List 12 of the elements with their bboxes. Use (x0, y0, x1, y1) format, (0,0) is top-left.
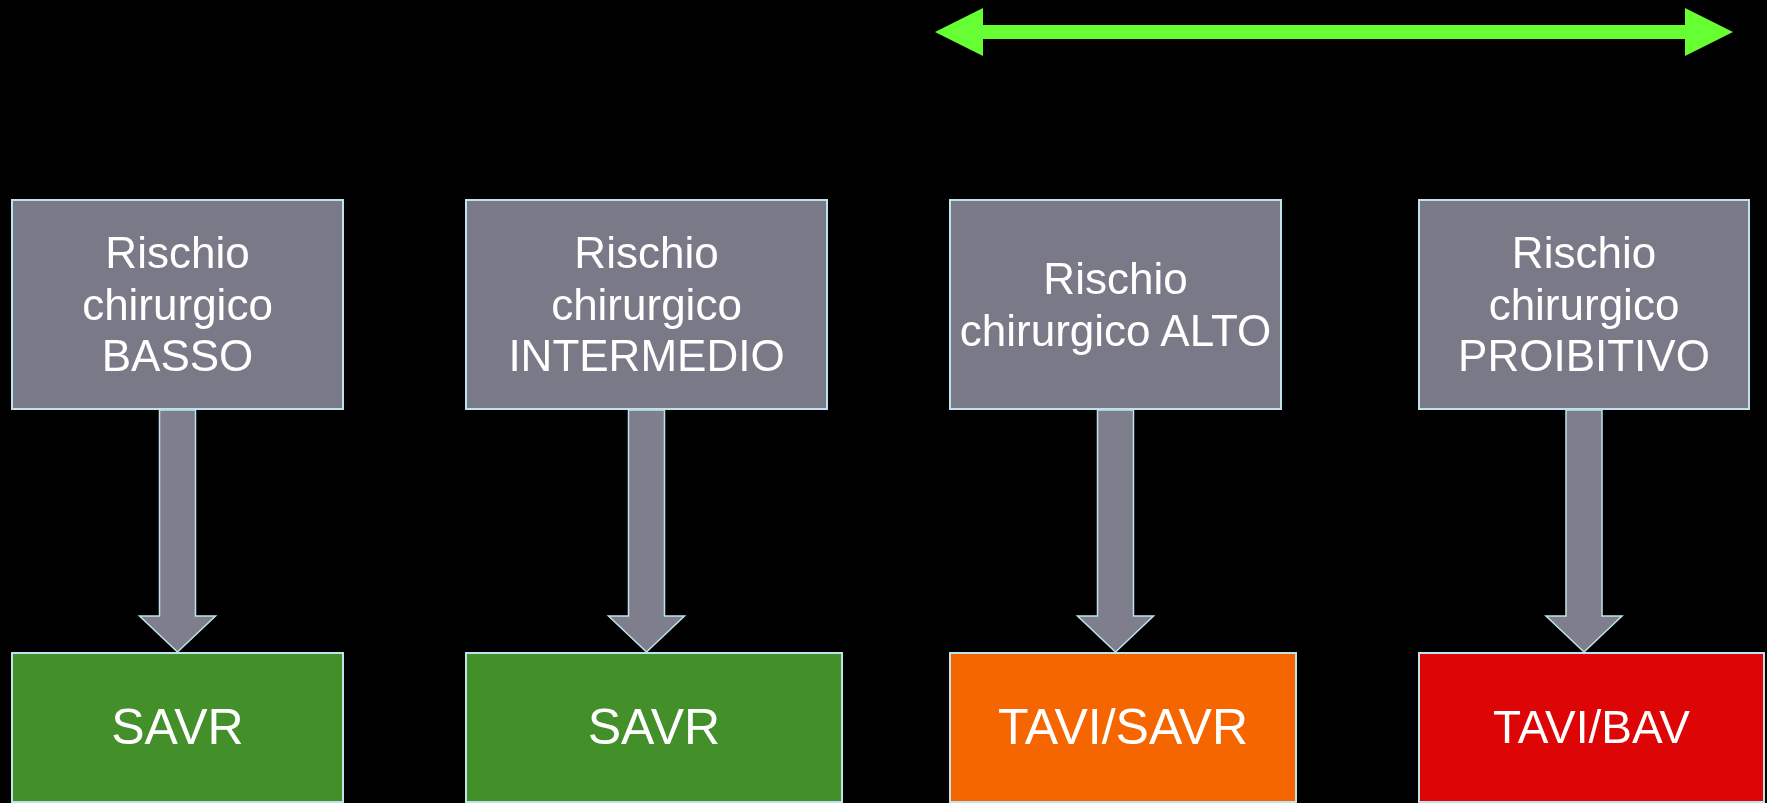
block-arrow (1544, 409, 1624, 654)
treatment-box: SAVR (465, 652, 843, 803)
risk-box: Rischio chirurgico PROIBITIVO (1418, 199, 1750, 410)
risk-box: Rischio chirurgico BASSO (11, 199, 344, 410)
block-arrow (137, 409, 218, 654)
treatment-box: TAVI/SAVR (949, 652, 1297, 803)
risk-box: Rischio chirurgico ALTO (949, 199, 1282, 410)
treatment-box: TAVI/BAV (1418, 652, 1765, 803)
block-arrow (1075, 409, 1156, 654)
block-arrow (606, 409, 687, 654)
risk-box: Rischio chirurgico INTERMEDIO (465, 199, 828, 410)
treatment-box: SAVR (11, 652, 344, 803)
